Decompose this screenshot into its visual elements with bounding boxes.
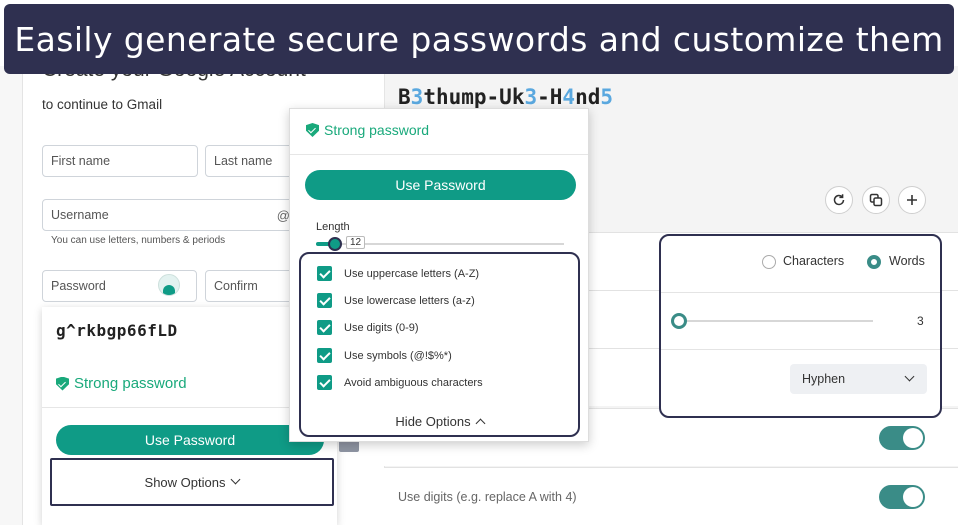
option-label: Use lowercase letters (a-z) (344, 294, 475, 307)
show-options-button[interactable]: Show Options (50, 458, 334, 506)
separator-select[interactable]: Hyphen (790, 364, 927, 394)
option-digits[interactable]: Use digits (0-9) (317, 320, 419, 335)
word-count-slider-thumb[interactable] (671, 313, 687, 329)
checkbox[interactable] (317, 293, 332, 308)
password-generator-popup: Strong password Use Password Length 12 U… (289, 108, 589, 442)
divider (661, 349, 940, 350)
word-count-value: 3 (917, 314, 924, 328)
passphrase-digit: 3 (410, 85, 424, 109)
last-name-placeholder: Last name (214, 154, 273, 168)
use-digits-toggle[interactable] (879, 485, 925, 509)
checkbox[interactable] (317, 348, 332, 363)
length-label: Length (316, 221, 350, 233)
generator-options-box: Use uppercase letters (A-Z) Use lowercas… (299, 252, 580, 437)
shield-check-icon (306, 123, 319, 137)
chevron-up-icon (475, 418, 486, 429)
last-name-field[interactable]: Last name (205, 145, 295, 177)
caption-banner: Easily generate secure passwords and cus… (4, 4, 954, 74)
chevron-down-icon (231, 474, 241, 484)
words-label: Words (889, 254, 925, 268)
show-options-label: Show Options (144, 474, 226, 490)
option-toggle[interactable] (879, 426, 925, 450)
username-domain-suffix: @ (276, 208, 290, 223)
signup-subheading: to continue to Gmail (42, 97, 163, 112)
strength-label: Strong password (324, 122, 430, 138)
settings-row-digits (384, 467, 958, 525)
chevron-down-icon (904, 371, 915, 381)
generated-password: g^rkbgp66fLD (56, 321, 178, 340)
option-avoid-ambiguous[interactable]: Avoid ambiguous characters (317, 375, 483, 390)
passphrase-digit: 5 (600, 85, 614, 109)
passphrase-segment: nd (575, 85, 601, 109)
confirm-field[interactable]: Confirm (205, 270, 295, 302)
use-password-button[interactable]: Use Password (56, 425, 324, 455)
hide-options-label: Hide Options (395, 414, 471, 429)
option-label: Use symbols (@!$%*) (344, 349, 452, 362)
password-placeholder: Password (51, 279, 106, 293)
words-radio[interactable] (867, 255, 881, 269)
characters-radio[interactable] (762, 255, 776, 269)
length-slider-fill (316, 242, 334, 246)
first-name-placeholder: First name (51, 154, 111, 168)
shield-check-icon (56, 376, 69, 391)
passphrase-segment: thump-Uk (423, 85, 525, 109)
length-slider-track[interactable] (316, 243, 564, 245)
passphrase-digit: 4 (562, 85, 576, 109)
confirm-placeholder: Confirm (214, 279, 258, 293)
plus-icon[interactable] (898, 186, 926, 214)
generated-passphrase: B3thump-Uk3-H4nd5 (398, 85, 613, 109)
separator-value: Hyphen (802, 372, 846, 386)
strength-indicator: Strong password (306, 122, 429, 138)
strength-indicator: Strong password (56, 375, 187, 392)
refresh-icon[interactable] (825, 186, 853, 214)
option-uppercase[interactable]: Use uppercase letters (A-Z) (317, 266, 479, 281)
checkbox[interactable] (317, 375, 332, 390)
hide-options-button[interactable]: Hide Options (301, 414, 578, 429)
option-lowercase[interactable]: Use lowercase letters (a-z) (317, 293, 475, 308)
copy-icon[interactable] (862, 186, 890, 214)
passphrase-digit: 3 (524, 85, 538, 109)
option-label: Avoid ambiguous characters (344, 376, 483, 389)
first-name-field[interactable]: First name (42, 145, 198, 177)
username-field[interactable]: Username @ (42, 199, 295, 231)
characters-label: Characters (783, 254, 845, 268)
banner-title: Easily generate secure passwords and cus… (14, 19, 944, 59)
use-digits-label: Use digits (e.g. replace A with 4) (398, 490, 577, 504)
option-symbols[interactable]: Use symbols (@!$%*) (317, 348, 452, 363)
username-hint: You can use letters, numbers & periods (51, 235, 226, 246)
divider (42, 407, 337, 408)
length-value: 12 (346, 236, 366, 249)
option-label: Use digits (0-9) (344, 321, 419, 334)
divider (661, 292, 940, 293)
generator-settings-box: Characters Words 3 Hyphen (659, 234, 942, 418)
word-count-slider-track[interactable] (681, 320, 873, 322)
checkbox[interactable] (317, 320, 332, 335)
use-password-button[interactable]: Use Password (305, 170, 576, 200)
passphrase-segment: B (398, 85, 411, 109)
divider (290, 154, 588, 155)
passphrase-segment: -H (537, 85, 563, 109)
strength-label: Strong password (74, 375, 187, 392)
username-placeholder: Username (51, 208, 109, 222)
checkbox[interactable] (317, 266, 332, 281)
password-manager-logo-icon[interactable] (158, 274, 180, 296)
option-label: Use uppercase letters (A-Z) (344, 267, 480, 280)
length-slider-thumb[interactable] (328, 237, 342, 251)
